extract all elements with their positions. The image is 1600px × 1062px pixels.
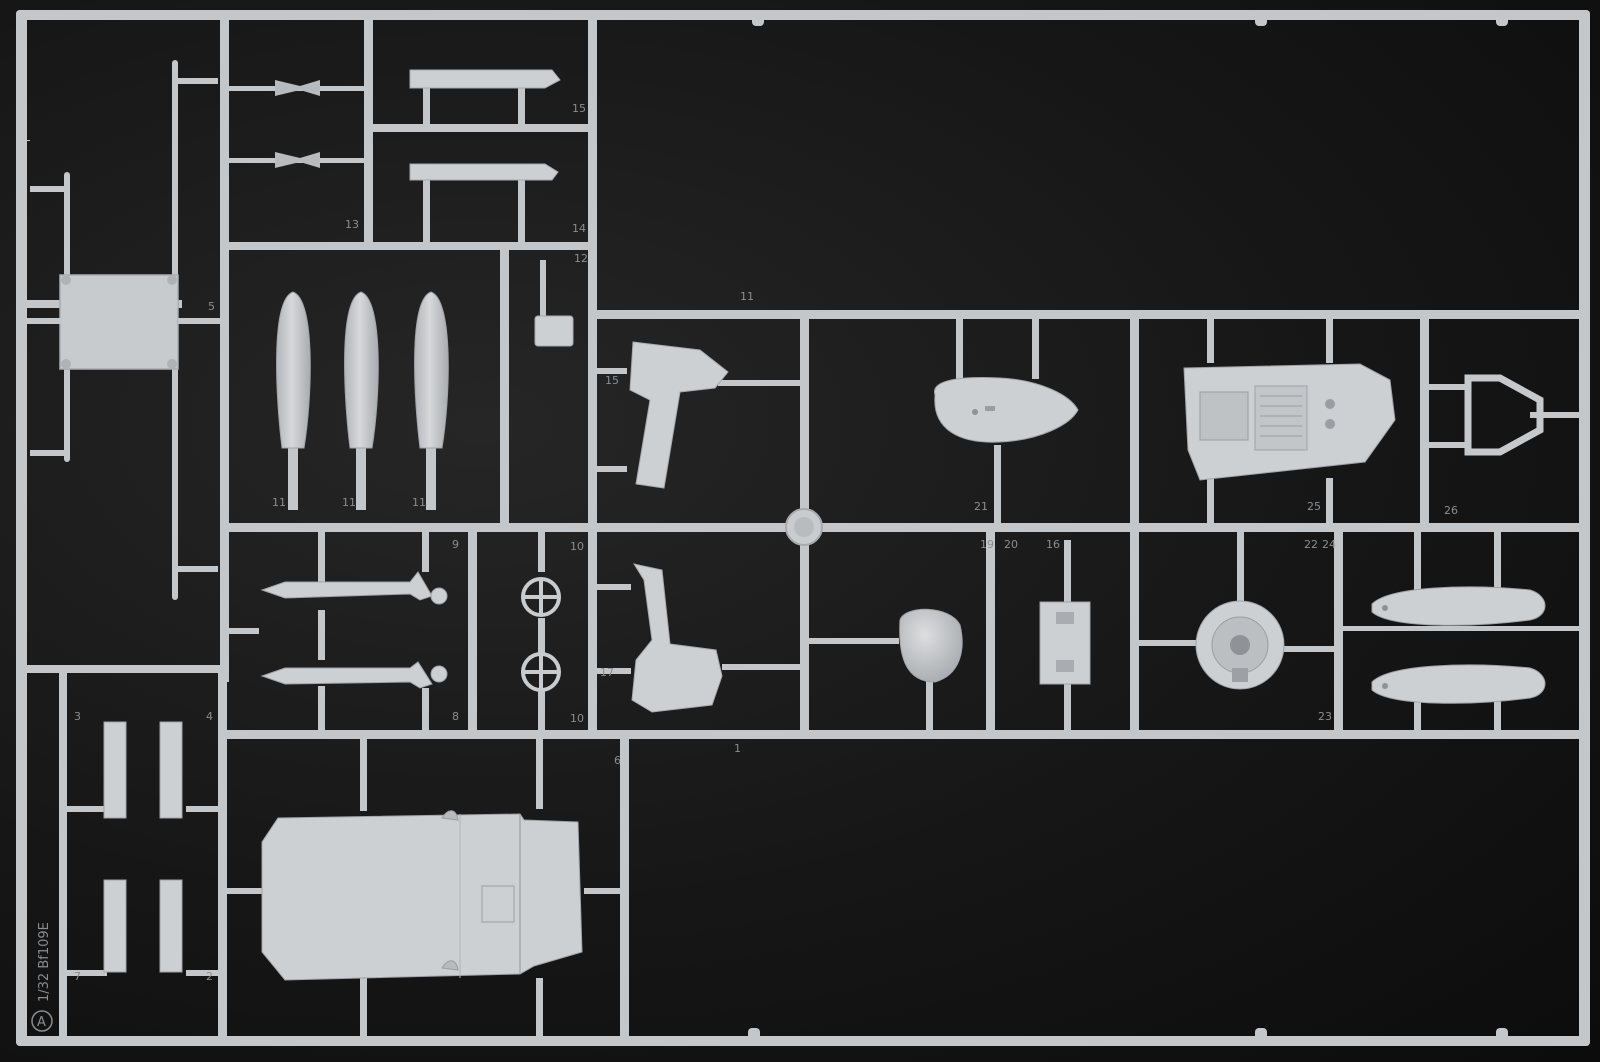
part-exhaust-stacks — [229, 532, 448, 730]
kit-marking: 1/32 Bf109E — [37, 922, 52, 1002]
part-spinner-back — [1139, 532, 1334, 690]
part-number-label: 2 — [206, 970, 213, 983]
part-number-label: 9 — [452, 538, 459, 551]
part-number-label: 11 — [272, 496, 286, 509]
runner-h-730 — [220, 730, 1590, 739]
runner-v-220 — [220, 10, 229, 682]
part-number-label: 1 — [734, 742, 741, 755]
part-number-label: 5 — [208, 300, 215, 313]
part-number-label: 3 — [74, 710, 81, 723]
part-rudder-pedal-lower — [597, 563, 800, 713]
part-control-wheels — [521, 532, 561, 730]
part-number-label: 10 — [570, 712, 584, 725]
part-number-label: 8 — [452, 710, 459, 723]
part-cockpit-floor — [1183, 319, 1396, 523]
part-rod-and-plate — [22, 60, 220, 600]
part-number-label: 11 — [342, 496, 356, 509]
runner-h-310 — [588, 310, 1588, 319]
part-number-label: 16 — [1046, 538, 1060, 551]
propeller-blade-1 — [276, 291, 311, 510]
part-number-label: 21 — [974, 500, 988, 513]
bottom-runner — [16, 1036, 1590, 1046]
part-number-label: 20 — [1004, 538, 1018, 551]
internal-runners — [16, 10, 1590, 1046]
part-number-label: 26 — [1444, 504, 1458, 517]
square-plate — [59, 274, 179, 370]
propeller-blade-2 — [344, 291, 379, 510]
part-number-label: 15 — [605, 374, 619, 387]
runner-h-523 — [220, 523, 1590, 532]
sprue-id-badge: A 1/32 Bf109E — [31, 922, 53, 1032]
part-rudder-pedal-upper — [597, 341, 800, 489]
sprue-letter: A — [37, 1015, 46, 1030]
part-number-label: 25 — [1307, 500, 1321, 513]
propeller-blade-3 — [414, 291, 449, 510]
part-number-label: 4 — [206, 710, 213, 723]
part-number-label: 11 — [412, 496, 426, 509]
part-wing-fuselage-panel — [227, 739, 620, 1036]
part-number-label: 15 — [572, 102, 586, 115]
part-number-label: 14 — [572, 222, 586, 235]
left-runner — [16, 10, 27, 1046]
part-number-label: 22 — [1304, 538, 1318, 551]
part-dome-cover — [809, 608, 963, 730]
part-number-label: 23 — [1318, 710, 1332, 723]
part-flap-upper — [409, 69, 561, 244]
part-number-label: 24 — [1322, 538, 1336, 551]
part-number-label: 12 — [574, 252, 588, 265]
part-small-struts — [229, 80, 364, 168]
drop-tanks — [1343, 532, 1579, 730]
part-small-block — [534, 260, 574, 347]
part-number-label: 6 — [614, 754, 621, 767]
runner-v-588 — [588, 10, 597, 318]
part-seat-frame — [1429, 374, 1579, 456]
propeller-blades — [276, 291, 449, 510]
part-number-label: 19 — [980, 538, 994, 551]
part-number-labels: 5 13 14 15 12 11 15 11 11 11 21 25 26 9 … — [74, 102, 1458, 983]
part-number-label: 13 — [345, 218, 359, 231]
part-rectangle-plate — [1039, 540, 1091, 730]
part-number-label: 17 — [600, 666, 614, 679]
part-number-label: 10 — [570, 540, 584, 553]
part-panels-lower-left — [67, 721, 218, 976]
part-number-label: 7 — [74, 970, 81, 983]
part-fuel-tank-upper — [934, 319, 1079, 523]
top-runner — [16, 10, 1590, 20]
part-number-label: 11 — [740, 290, 754, 303]
